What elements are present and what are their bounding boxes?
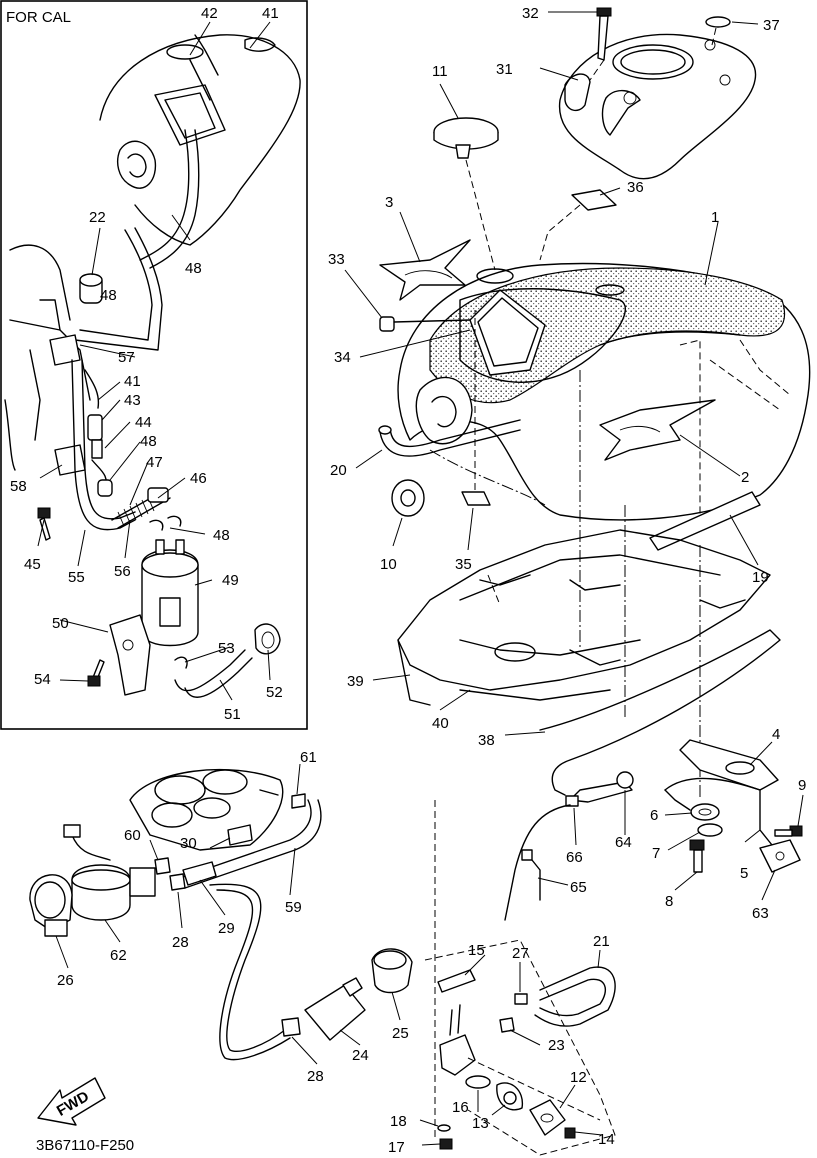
callout-8: 8 <box>665 893 673 910</box>
callout-60: 60 <box>124 827 141 844</box>
callout-19: 19 <box>752 569 769 586</box>
callout-56: 56 <box>114 563 131 580</box>
callout-10: 10 <box>380 556 397 573</box>
callout-41: 41 <box>262 5 279 22</box>
callout-17: 17 <box>388 1139 405 1156</box>
inset-leaders <box>37 21 271 701</box>
callout-65: 65 <box>570 879 587 896</box>
callout-5: 5 <box>740 865 748 882</box>
callout-44: 44 <box>135 414 152 431</box>
callout-4: 4 <box>772 726 780 743</box>
callout-6: 6 <box>650 807 658 824</box>
callout-39: 39 <box>347 673 364 690</box>
callout-48-c: 48 <box>213 527 230 544</box>
callout-59: 59 <box>285 899 302 916</box>
tank-emblem <box>599 399 716 461</box>
callout-24: 24 <box>352 1047 369 1064</box>
callout-34: 34 <box>334 349 351 366</box>
spring-coil <box>117 496 155 527</box>
california-inset: FOR CAL <box>0 0 308 730</box>
callout-55: 55 <box>68 569 85 586</box>
callout-42: 42 <box>201 5 218 22</box>
callout-16: 16 <box>452 1099 469 1116</box>
callout-48: 48 <box>185 260 202 277</box>
callout-29: 29 <box>218 920 235 937</box>
inset-tank-drawing <box>4 34 301 698</box>
callout-47: 47 <box>146 454 163 471</box>
callout-64: 64 <box>615 834 632 851</box>
callout-12: 12 <box>570 1069 587 1086</box>
callout-66: 66 <box>566 849 583 866</box>
callout-33: 33 <box>328 251 345 268</box>
pump-leaders <box>55 763 626 1146</box>
callout-38: 38 <box>478 732 495 749</box>
callout-21: 21 <box>593 933 610 950</box>
callout-62: 62 <box>110 947 127 964</box>
forward-arrow-icon: FWD <box>37 1077 106 1126</box>
drawing-code: 3B67110-F250 <box>36 1137 134 1154</box>
callout-26: 26 <box>57 972 74 989</box>
callout-63: 63 <box>752 905 769 922</box>
callout-2: 2 <box>741 469 749 486</box>
callout-27: 27 <box>512 945 529 962</box>
callout-36: 36 <box>627 179 644 196</box>
callout-3: 3 <box>385 194 393 211</box>
pump-assembly <box>29 768 634 1156</box>
main-leaders <box>344 11 759 736</box>
callout-35: 35 <box>455 556 472 573</box>
callout-51: 51 <box>224 706 241 723</box>
callout-45: 45 <box>24 556 41 573</box>
callout-53: 53 <box>218 640 235 657</box>
callout-13: 13 <box>472 1115 489 1132</box>
callout-28-b: 28 <box>307 1068 324 1085</box>
callout-61: 61 <box>300 749 317 766</box>
fuel-tank-assembly <box>378 7 811 1140</box>
callout-9: 9 <box>798 777 806 794</box>
callout-43: 43 <box>124 392 141 409</box>
callout-50: 50 <box>52 615 69 632</box>
mount-bracket-assembly <box>664 739 803 873</box>
callout-37: 37 <box>763 17 780 34</box>
callout-58: 58 <box>10 478 27 495</box>
callout-11: 11 <box>432 63 448 80</box>
callout-28: 28 <box>172 934 189 951</box>
callout-14: 14 <box>598 1131 615 1148</box>
callout-23: 23 <box>548 1037 565 1054</box>
callout-1: 1 <box>711 209 719 226</box>
inset-title: FOR CAL <box>6 9 71 26</box>
callout-20: 20 <box>330 462 347 479</box>
callout-32: 32 <box>522 5 539 22</box>
callout-48-b: 48 <box>140 433 157 450</box>
callout-48-d: 48 <box>100 287 117 304</box>
callout-15: 15 <box>468 942 485 959</box>
callout-7: 7 <box>652 845 660 862</box>
callout-40: 40 <box>432 715 449 732</box>
bracket-leaders <box>664 741 804 901</box>
callout-18: 18 <box>390 1113 407 1130</box>
callout-30: 30 <box>180 835 197 852</box>
callout-22: 22 <box>89 209 106 226</box>
tank-top-cover <box>558 33 757 180</box>
callout-25: 25 <box>392 1025 409 1042</box>
callout-54: 54 <box>34 671 51 688</box>
callout-57: 57 <box>118 349 135 366</box>
callout-46: 46 <box>190 470 207 487</box>
callout-labels: 1 2 3 4 5 6 7 8 9 10 11 12 13 14 15 16 1… <box>10 5 806 1156</box>
callout-52: 52 <box>266 684 283 701</box>
callout-31: 31 <box>496 61 513 78</box>
heat-shield <box>397 529 771 691</box>
callout-41-b: 41 <box>124 373 141 390</box>
callout-49: 49 <box>222 572 239 589</box>
inset-frame <box>0 0 308 730</box>
